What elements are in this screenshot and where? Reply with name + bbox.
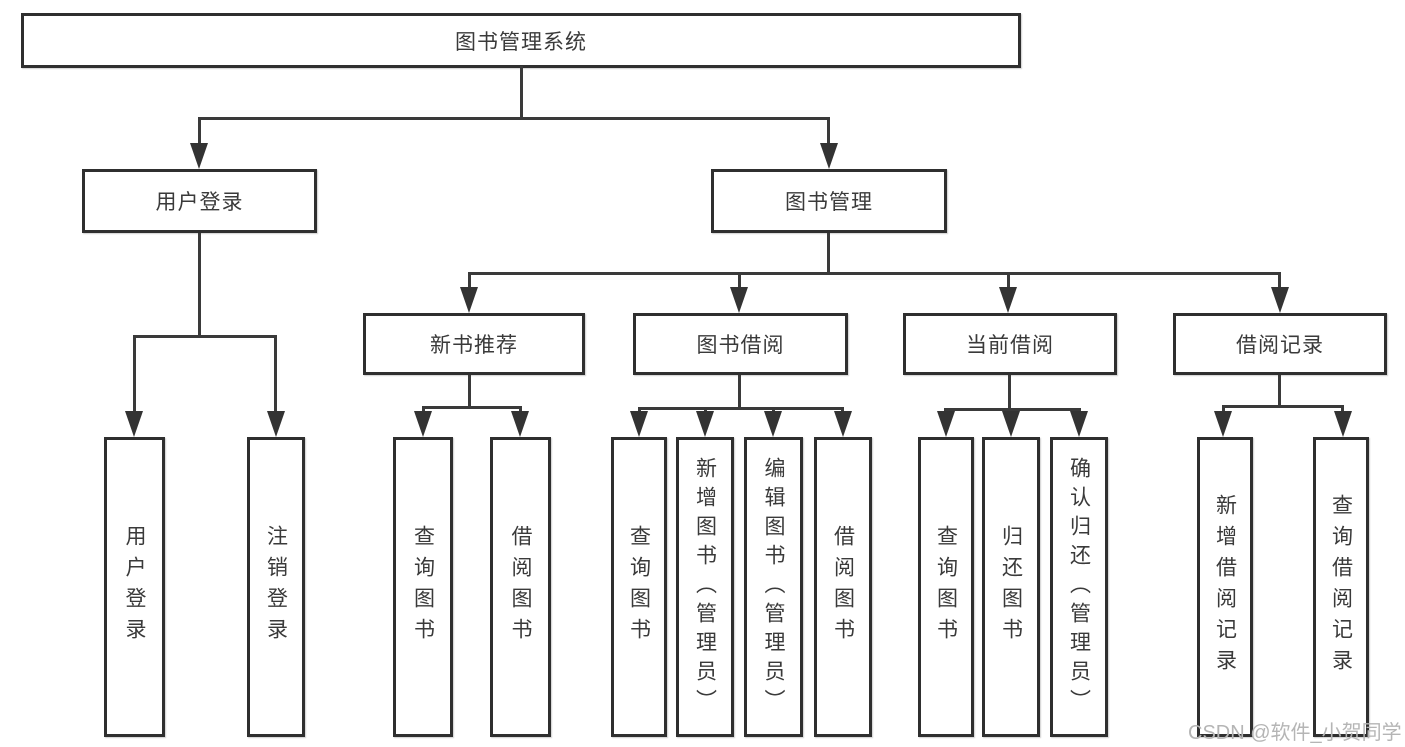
leaf-query-borrow-record: 查询借阅记录 [1313, 437, 1369, 737]
node-borrowing-records-label: 借阅记录 [1236, 334, 1324, 357]
arrowhead [1334, 411, 1352, 437]
connector-vline [1278, 375, 1281, 408]
arrowhead [190, 143, 208, 169]
arrowhead [267, 411, 285, 437]
connector-vline [738, 375, 741, 410]
leaf-logout-label: 注销登录 [264, 525, 288, 649]
leaf-borrowing-borrow-books-label: 借阅图书 [831, 525, 855, 649]
node-current-borrowing: 当前借阅 [903, 313, 1117, 375]
leaf-return-books: 归还图书 [982, 437, 1040, 737]
leaf-edit-books-admin: 编辑图书（管理员） [744, 437, 803, 737]
connector-hline [1222, 405, 1344, 408]
connector-vline [1007, 272, 1010, 292]
leaf-confirm-return-admin: 确认归还（管理员） [1050, 437, 1108, 737]
connector-vline [133, 335, 136, 417]
leaf-current-query-books: 查询图书 [918, 437, 974, 737]
leaf-recommend-query-books-label: 查询图书 [411, 525, 435, 649]
connector-vline [198, 117, 201, 149]
connector-vline [738, 272, 741, 292]
leaf-borrowing-borrow-books: 借阅图书 [814, 437, 872, 737]
node-new-book-recommend-label: 新书推荐 [430, 334, 518, 357]
leaf-add-borrow-record: 新增借阅记录 [1197, 437, 1253, 737]
connector-hline [468, 272, 1281, 275]
leaf-recommend-borrow-books: 借阅图书 [490, 437, 551, 737]
arrowhead [999, 287, 1017, 313]
node-book-borrowing-label: 图书借阅 [696, 334, 785, 357]
arrowhead [730, 287, 748, 313]
leaf-current-query-books-label: 查询图书 [934, 525, 958, 649]
connector-vline [827, 117, 830, 149]
arrowhead [696, 411, 714, 437]
arrowhead [1214, 411, 1232, 437]
connector-hline [133, 335, 277, 338]
leaf-query-borrow-record-label: 查询借阅记录 [1329, 494, 1353, 680]
connector-vline [468, 375, 471, 409]
node-book-management: 图书管理 [711, 169, 947, 233]
leaf-recommend-query-books: 查询图书 [393, 437, 453, 737]
connector-vline [198, 233, 201, 338]
node-new-book-recommend: 新书推荐 [363, 313, 585, 375]
node-root-library-system: 图书管理系统 [21, 13, 1021, 68]
leaf-edit-books-admin-label: 编辑图书（管理员） [762, 456, 785, 718]
leaf-user-login: 用户登录 [104, 437, 165, 737]
leaf-add-books-admin-label: 新增图书（管理员） [693, 456, 717, 718]
leaf-borrowing-query-books: 查询图书 [611, 437, 667, 737]
leaf-recommend-borrow-books-label: 借阅图书 [509, 525, 532, 649]
arrowhead [834, 411, 852, 437]
connector-vline [1278, 272, 1281, 292]
arrowhead [937, 411, 955, 437]
arrowhead [1271, 287, 1289, 313]
leaf-user-login-label: 用户登录 [123, 525, 146, 649]
leaf-add-borrow-record-label: 新增借阅记录 [1213, 494, 1237, 680]
arrowhead [1002, 411, 1020, 437]
arrowhead [764, 411, 782, 437]
leaf-confirm-return-admin-label: 确认归还（管理员） [1067, 456, 1091, 718]
node-current-borrowing-label: 当前借阅 [966, 334, 1054, 357]
leaf-borrowing-query-books-label: 查询图书 [627, 525, 651, 649]
connector-vline [1008, 375, 1011, 411]
connector-hline [198, 117, 830, 120]
node-book-borrowing: 图书借阅 [633, 313, 848, 375]
connector-hline [638, 407, 844, 410]
node-borrowing-records: 借阅记录 [1173, 313, 1387, 375]
node-book-management-label: 图书管理 [785, 191, 873, 214]
arrowhead [125, 411, 143, 437]
leaf-logout: 注销登录 [247, 437, 305, 737]
connector-vline [827, 233, 830, 275]
arrowhead [1070, 411, 1088, 437]
node-user-login: 用户登录 [82, 169, 317, 233]
arrowhead [630, 411, 648, 437]
arrowhead [460, 287, 478, 313]
node-root-label: 图书管理系统 [455, 30, 587, 54]
leaf-add-books-admin: 新增图书（管理员） [676, 437, 734, 737]
arrowhead [414, 411, 432, 437]
arrowhead [820, 143, 838, 169]
node-user-login-label: 用户登录 [155, 191, 244, 214]
connector-vline [520, 66, 523, 117]
csdn-watermark: CSDN @软件_小贺同学 [1188, 722, 1402, 744]
connector-hline [422, 406, 521, 409]
leaf-return-books-label: 归还图书 [999, 525, 1023, 649]
connector-vline [274, 335, 277, 417]
connector-vline [468, 272, 471, 292]
arrowhead [511, 411, 529, 437]
